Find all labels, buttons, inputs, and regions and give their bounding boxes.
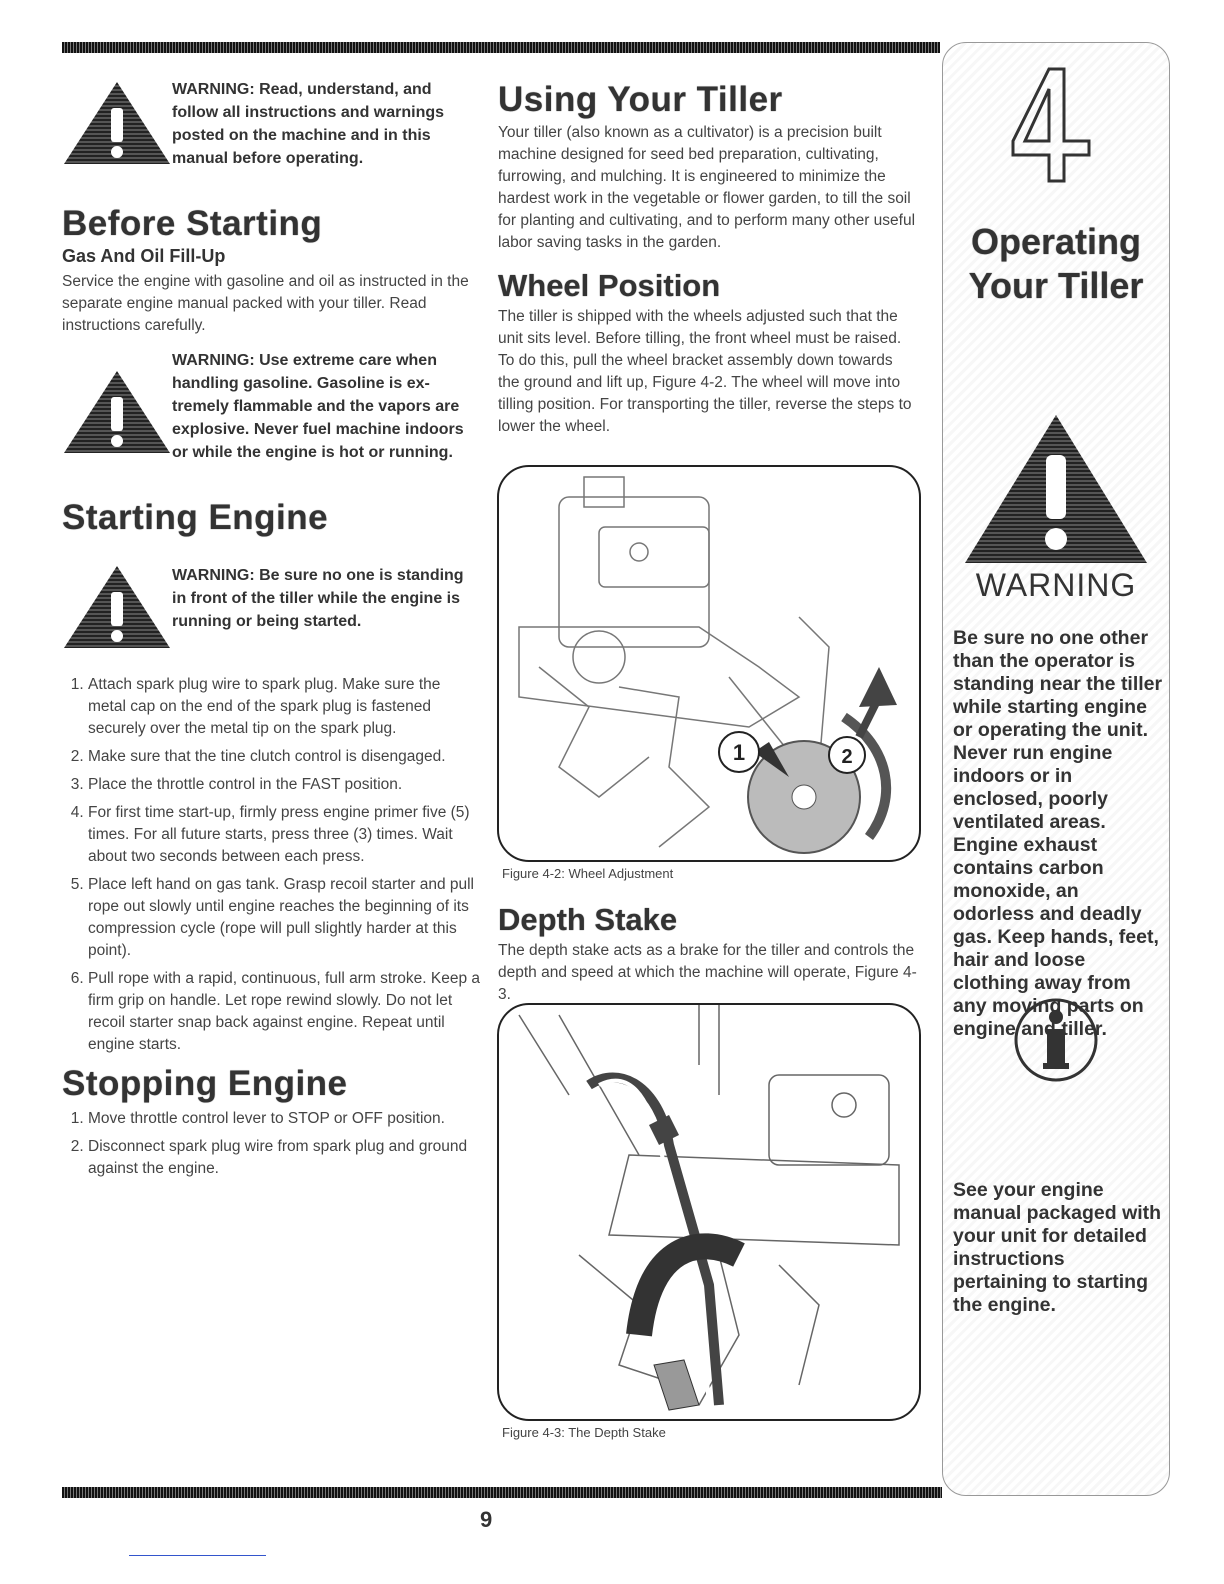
figure-wheel-adjustment: 1 2 [497, 465, 921, 862]
warning-text: WARNING: Be sure no one is standing in f… [172, 567, 464, 630]
warning-heading: WARNING [975, 567, 1137, 603]
warning-text: WARNING: Use extreme care when handling … [172, 352, 464, 461]
subheading: Gas And Oil Fill-Up [62, 246, 226, 266]
section-heading: Starting Engine [62, 498, 329, 537]
section-heading: Stopping Engine [62, 1064, 348, 1103]
blue-underline [129, 1555, 266, 1556]
sidebar-info-text: See your engine manual packaged with you… [953, 1179, 1162, 1316]
top-rule [62, 42, 940, 53]
figure-depth-stake [497, 1003, 921, 1421]
stopping-engine-section: Stopping Engine Move throttle control le… [62, 1064, 482, 1180]
info-icon [1014, 998, 1098, 1082]
warning-gasoline: WARNING: Use extreme care when handling … [62, 349, 482, 464]
left-column: WARNING: Read, understand, and follow al… [62, 80, 482, 1186]
warning-read-manual: WARNING: Read, understand, and follow al… [62, 80, 482, 170]
warning-triangle-icon [965, 415, 1147, 563]
section-heading: Before Starting [62, 204, 323, 243]
list-item: For first time start-up, firmly press en… [88, 802, 482, 868]
depth-stake-section: Depth Stake The depth stake acts as a br… [498, 902, 918, 1006]
depth-stake-illustration [518, 1005, 900, 1411]
page-number: 9 [480, 1507, 493, 1532]
warning-bystanders: WARNING: Be sure no one is standing in f… [62, 564, 482, 650]
paragraph: The depth stake acts as a brake for the … [498, 942, 917, 1003]
stopping-steps-list: Move throttle control lever to STOP or O… [62, 1108, 482, 1180]
list-item: Disconnect spark plug wire from spark pl… [88, 1136, 482, 1180]
before-starting-section: Before Starting Gas And Oil Fill-Up Serv… [62, 204, 482, 464]
bottom-rule [62, 1487, 942, 1498]
chapter-title-line2: Your Tiller [968, 265, 1144, 306]
callout-1: 1 [733, 740, 745, 765]
starting-steps-list: Attach spark plug wire to spark plug. Ma… [62, 674, 482, 1056]
chapter-number-graphic [1011, 67, 1091, 183]
warning-triangle-icon [64, 82, 170, 164]
figure-caption: Figure 4-3: The Depth Stake [502, 1425, 666, 1440]
chapter-sidebar: 4 Operating Your Tiller WARNING Be sure … [942, 42, 1170, 1496]
tiller-wheel-illustration: 1 2 [518, 476, 897, 854]
section-heading: Depth Stake [498, 902, 678, 937]
warning-triangle-icon [64, 371, 170, 453]
chapter-title-line1: Operating [970, 221, 1141, 262]
paragraph: The tiller is shipped with the wheels ad… [498, 308, 912, 435]
list-item: Attach spark plug wire to spark plug. Ma… [88, 674, 482, 740]
warning-triangle-icon [64, 566, 170, 648]
figure-caption: Figure 4-2: Wheel Adjustment [502, 866, 674, 881]
section-heading: Using Your Tiller [498, 80, 783, 119]
list-item: Place the throttle control in the FAST p… [88, 774, 482, 796]
starting-engine-section: Starting Engine WARNING: Be sure no one … [62, 498, 482, 1056]
middle-column: Using Your Tiller Your tiller (also know… [498, 80, 918, 438]
list-item: Move throttle control lever to STOP or O… [88, 1108, 482, 1130]
paragraph: Your tiller (also known as a cultivator)… [498, 124, 916, 251]
paragraph: Service the engine with gasoline and oil… [62, 273, 469, 334]
warning-text: WARNING: Read, understand, and follow al… [172, 81, 445, 167]
sidebar-warning-text: Be sure no one other than the operator i… [953, 627, 1163, 1040]
callout-2: 2 [841, 746, 852, 768]
list-item: Place left hand on gas tank. Grasp recoi… [88, 874, 482, 962]
list-item: Make sure that the tine clutch control i… [88, 746, 482, 768]
section-heading: Wheel Position [498, 268, 721, 303]
list-item: Pull rope with a rapid, continuous, full… [88, 968, 482, 1056]
